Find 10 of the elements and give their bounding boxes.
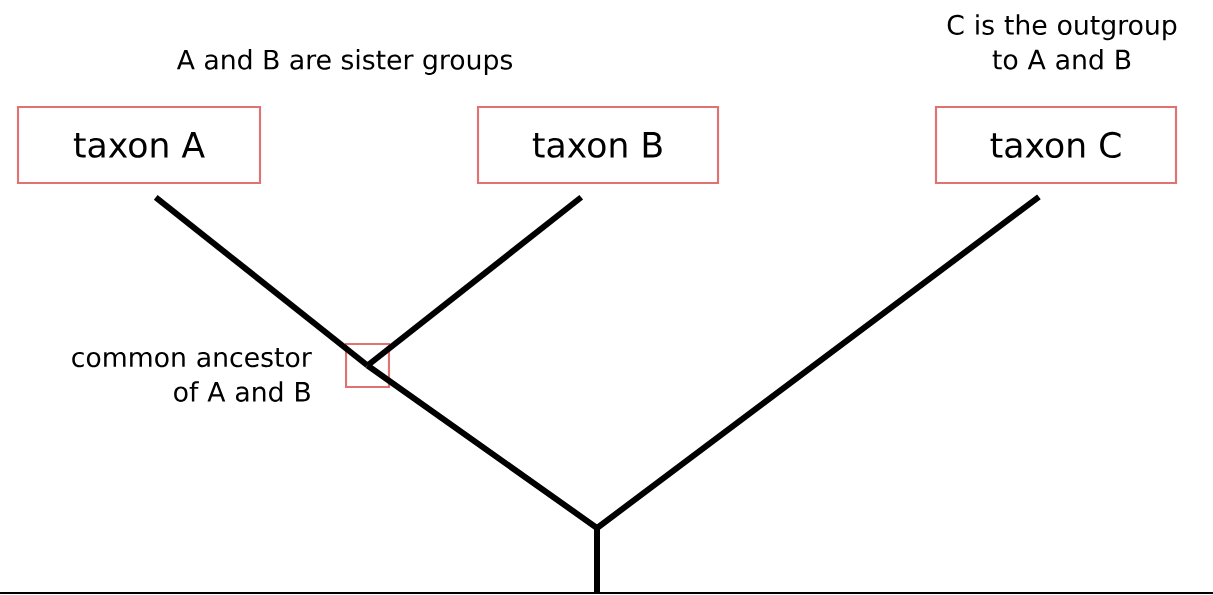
- annotation: A and B are sister groups: [176, 49, 513, 75]
- taxon-box: taxon C: [934, 105, 1178, 185]
- annotation: C is the outgroup to A and B: [947, 14, 1177, 70]
- tree-branch: [594, 194, 1041, 592]
- taxon-box: taxon A: [16, 105, 262, 185]
- tree-branch: [153, 195, 370, 368]
- annotation: common ancestor of A and B: [72, 348, 312, 402]
- taxon-box: taxon B: [476, 105, 720, 185]
- ancestor-box: [344, 342, 391, 389]
- tree-branch: [365, 194, 584, 368]
